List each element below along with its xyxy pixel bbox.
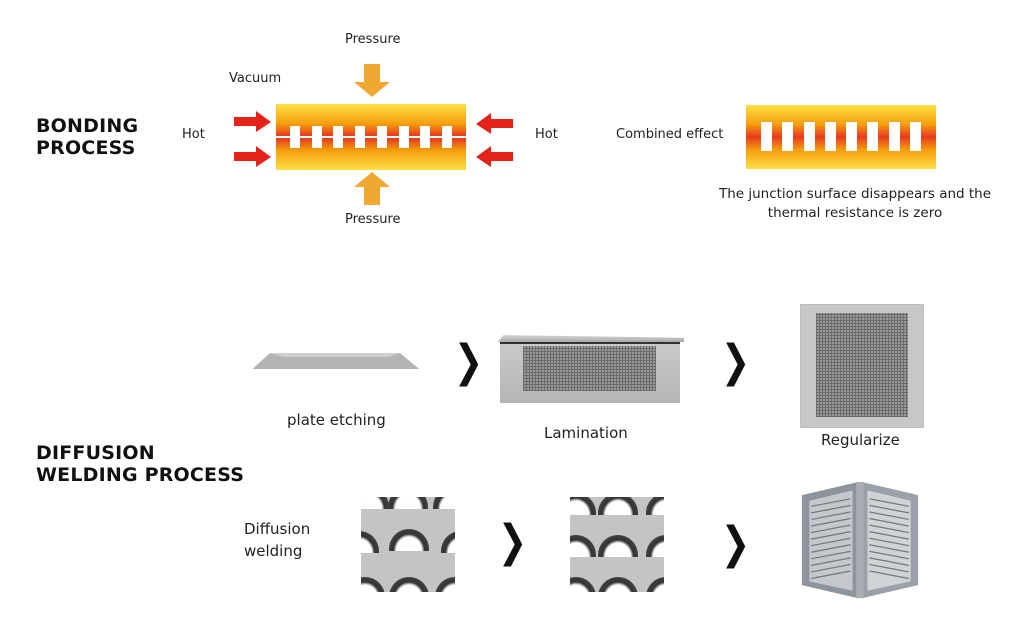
channel-hole	[646, 577, 664, 592]
channel-hole	[361, 531, 379, 553]
diffusion-heading-line2: WELDING PROCESS	[36, 464, 245, 486]
etched-plate-image	[252, 353, 420, 369]
channel-hole	[598, 497, 638, 515]
heat-exchanger-core-image	[801, 481, 919, 599]
channel-hole	[598, 577, 638, 592]
top-plate	[498, 335, 684, 342]
bonding-process-heading: BONDING PROCESS	[36, 115, 138, 159]
channel-tooth	[909, 122, 921, 151]
combined-channel-teeth	[761, 122, 921, 151]
channel-hole	[389, 529, 429, 551]
regularized-core-image	[800, 304, 924, 428]
pressure-top-label: Pressure	[345, 32, 401, 47]
plate-edge	[500, 342, 680, 344]
bonding-plates-block	[276, 104, 466, 170]
channel-hole	[598, 535, 638, 557]
channel-hole	[646, 535, 664, 557]
combined-effect-block	[746, 105, 936, 169]
junction-result-caption: The junction surface disappears and the …	[700, 185, 1010, 223]
step-label-regularize: Regularize	[821, 431, 900, 449]
channel-tooth	[782, 122, 794, 151]
channel-tooth	[867, 122, 879, 151]
bonding-heading-line2: PROCESS	[36, 137, 136, 159]
diffusion-heading-line1: DIFFUSION	[36, 442, 155, 464]
channel-tooth	[824, 122, 836, 151]
channel-hole	[388, 497, 428, 509]
diffusion-welding-heading: DIFFUSION WELDING PROCESS	[36, 442, 244, 486]
channel-cross-section-after-image	[570, 497, 664, 592]
diffusion-welding-label: Diffusion welding	[244, 518, 310, 562]
channel-hole	[361, 497, 389, 509]
process-arrow-icon: ❯	[720, 336, 751, 387]
heat-arrow-left-icon	[476, 113, 513, 134]
channel-tooth	[846, 122, 858, 151]
channel-hole	[570, 497, 596, 515]
channel-mesh	[523, 346, 656, 391]
result-line2: thermal resistance is zero	[767, 205, 943, 221]
channel-hole	[433, 497, 455, 509]
pressure-up-arrow-icon	[354, 172, 390, 205]
pressure-down-arrow-icon	[354, 64, 390, 97]
channel-hole	[570, 577, 596, 592]
channel-tooth	[803, 122, 815, 151]
channel-cross-section-before-image	[361, 497, 455, 592]
step-label-plate-etching: plate etching	[287, 411, 386, 429]
channel-tooth	[888, 122, 900, 151]
hot-right-label: Hot	[535, 127, 558, 142]
junction-seam	[276, 136, 466, 138]
channel-mesh	[816, 313, 908, 417]
hot-left-label: Hot	[182, 127, 205, 142]
heat-arrow-right-icon	[234, 111, 271, 132]
vacuum-label: Vacuum	[229, 71, 282, 86]
heat-arrow-right-icon	[234, 146, 271, 167]
channel-hole	[361, 577, 385, 592]
process-arrow-icon: ❯	[497, 516, 528, 567]
channel-hole	[646, 497, 664, 515]
result-line1: The junction surface disappears and the	[718, 186, 992, 202]
channel-tooth	[761, 122, 772, 151]
bonding-heading-line1: BONDING	[36, 115, 139, 137]
laminated-stack-image	[498, 335, 684, 403]
diffusion-welding-line2: welding	[244, 542, 303, 560]
step-label-lamination: Lamination	[544, 424, 628, 442]
channel-hole	[435, 577, 455, 592]
channel-hole	[570, 535, 596, 557]
process-arrow-icon: ❯	[720, 518, 751, 569]
channel-hole	[441, 531, 455, 553]
diffusion-welding-line1: Diffusion	[244, 520, 311, 538]
pressure-bottom-label: Pressure	[345, 212, 401, 227]
process-arrow-icon: ❯	[453, 336, 484, 387]
channel-hole	[389, 577, 429, 592]
heat-arrow-left-icon	[476, 146, 513, 167]
combined-effect-label: Combined effect	[616, 127, 724, 142]
